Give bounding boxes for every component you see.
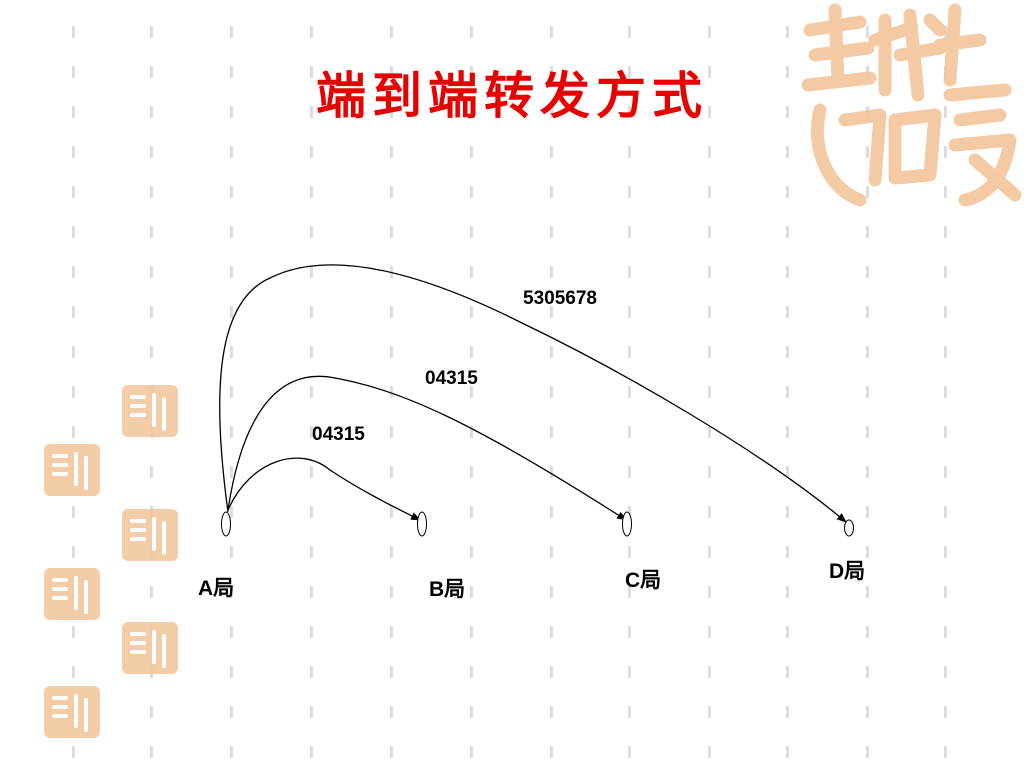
node-label-b: B局 — [429, 578, 465, 601]
auspicious-seal-icon — [44, 444, 100, 496]
route-label-a-c: 04315 — [425, 368, 478, 389]
dashed-grid-line — [72, 26, 75, 768]
dashed-grid-line — [550, 26, 553, 768]
node-label-d: D局 — [829, 560, 865, 583]
auspicious-seal-icon — [122, 622, 178, 674]
dashed-grid-line — [866, 26, 869, 768]
dashed-grid-line — [628, 26, 631, 768]
node-label-a: A局 — [198, 577, 234, 600]
auspicious-seal-icon — [44, 568, 100, 620]
auspicious-seal-icon — [44, 686, 100, 738]
route-arrow-a-b — [227, 457, 421, 521]
node-b — [417, 511, 427, 537]
node-label-c: C局 — [625, 569, 661, 592]
slide-title: 端到端转发方式 — [316, 66, 708, 125]
dashed-grid-line — [944, 26, 947, 768]
dashed-grid-line — [390, 26, 393, 768]
dashed-grid-line — [310, 26, 313, 768]
dashed-grid-line — [470, 26, 473, 768]
node-a — [221, 511, 231, 537]
dashed-grid-line — [708, 26, 711, 768]
dashed-grid-line — [230, 26, 233, 768]
auspicious-seal-icon — [790, 0, 1024, 215]
route-arrow-a-d — [219, 264, 847, 523]
route-arrow-a-c — [227, 375, 627, 521]
node-d — [844, 519, 854, 537]
auspicious-seal-icon — [122, 385, 178, 437]
dashed-grid-line — [786, 26, 789, 768]
route-label-a-b: 04315 — [312, 424, 365, 445]
node-c — [622, 511, 632, 537]
auspicious-seal-icon — [122, 509, 178, 561]
route-label-a-d: 5305678 — [523, 288, 597, 309]
